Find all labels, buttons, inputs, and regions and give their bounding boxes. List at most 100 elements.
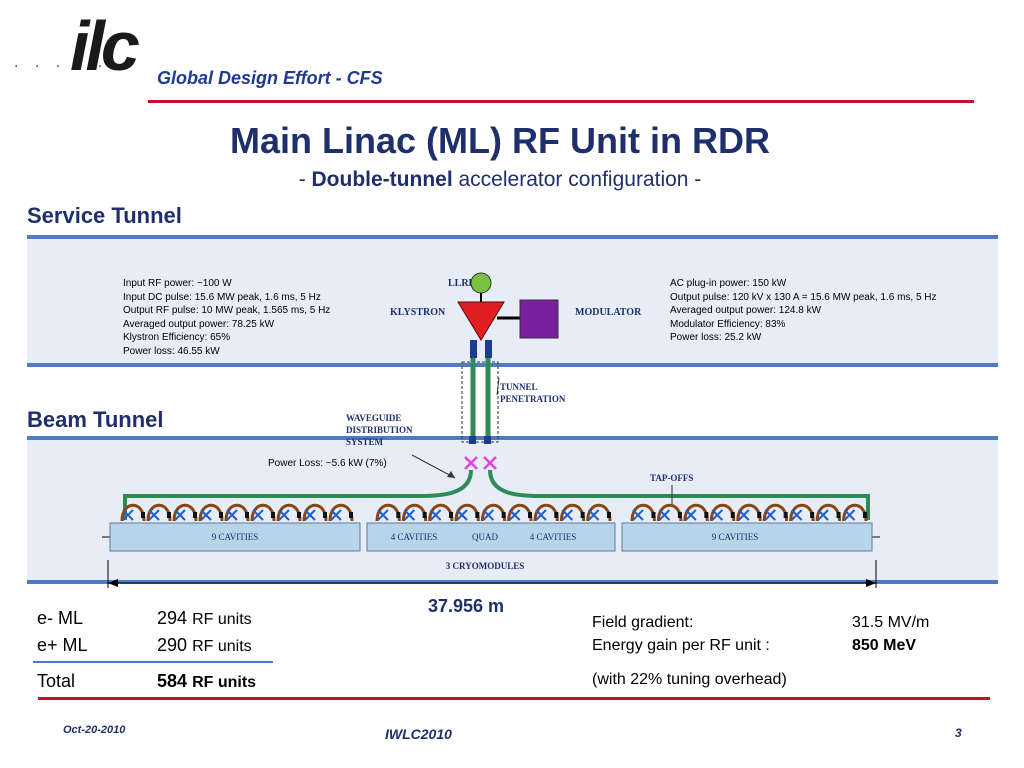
- total-label: Total: [37, 671, 76, 691]
- tapoff-load: [219, 512, 223, 518]
- circulator-left-b: [464, 456, 478, 470]
- klystron-specs: Input RF power: ~100 W Input DC pulse: 1…: [123, 277, 330, 359]
- tapoff-cross: [226, 509, 238, 521]
- modulator-spec: Averaged output power: 124.8 kW: [670, 305, 822, 317]
- tapoff-load: [528, 512, 532, 518]
- tapoff-load: [422, 512, 427, 518]
- tapoff-cross: [508, 509, 521, 521]
- tapoff-cross: [429, 509, 442, 521]
- tapoff-load: [810, 512, 815, 518]
- circulator-right-b: [483, 456, 497, 470]
- modulator-label: MODULATOR: [575, 307, 642, 318]
- org-title: Global Design Effort - CFS: [157, 68, 383, 88]
- modulator-spec: AC plug-in power: 150 kW: [670, 278, 787, 289]
- energy-gain-label: Energy gain per RF unit :: [592, 637, 770, 654]
- tapoff-cross: [174, 509, 186, 521]
- modulator-icon: [519, 299, 559, 339]
- e-minus-count: 294 RF units: [157, 608, 252, 629]
- tapoff-cross: [843, 509, 856, 521]
- service-tunnel-label: Service Tunnel: [27, 203, 182, 228]
- total-count: 584 RF units: [157, 671, 256, 692]
- modulator-spec: Modulator Efficiency: 83%: [670, 318, 786, 330]
- tapoff-cross: [278, 509, 290, 521]
- wds-label-3: SYSTEM: [346, 437, 384, 447]
- klystron-spec: Input DC pulse: 15.6 MW peak, 1.6 ms, 5 …: [123, 291, 321, 303]
- tapoff-cross: [632, 509, 644, 521]
- wds-label-1: WAVEGUIDE: [346, 413, 401, 423]
- tapoff-cross: [304, 509, 316, 521]
- waveguide-trunk-right: [488, 469, 870, 520]
- waveguide-trunk-left: [123, 469, 473, 520]
- field-gradient-label: Field gradient:: [592, 614, 694, 631]
- tapoff-cross: [403, 509, 416, 521]
- tapoff-cross: [738, 509, 750, 521]
- cryomodule-1: [109, 522, 361, 552]
- subtitle-prefix: -: [298, 168, 312, 191]
- tapoff-load: [677, 512, 682, 518]
- tapoff-load: [836, 512, 841, 518]
- page-title: Main Linac (ML) RF Unit in RDR: [230, 120, 770, 161]
- e-minus-unit: RF units: [192, 611, 252, 628]
- tapoff-cross: [658, 509, 671, 521]
- tapoff-group: [120, 503, 868, 522]
- cryomodule-1-label: 9 CAVITIES: [212, 532, 259, 542]
- dimension-arrow-left: [108, 579, 118, 587]
- rf-unit-diagram: LLRF KLYSTRON MODULATOR TUNNEL PENETRATI…: [102, 272, 880, 588]
- klystron-spec: Klystron Efficiency: 65%: [123, 332, 231, 344]
- tapoff-load: [271, 512, 275, 518]
- tapoff-cross: [482, 509, 495, 521]
- field-gradient-value: 31.5 MV/m: [852, 614, 930, 631]
- tapoff-load: [245, 512, 249, 518]
- tapoff-load: [607, 512, 611, 518]
- e-minus-value: 294: [157, 608, 188, 628]
- tapoff-cross: [148, 509, 160, 521]
- llrf-icon: [470, 272, 492, 294]
- tapoff-load: [297, 512, 301, 518]
- modulator-spec: Power loss: 25.2 kW: [670, 332, 762, 344]
- tapoff-cross: [711, 509, 724, 521]
- cryomodules-label: 3 CRYOMODULES: [446, 561, 524, 571]
- klystron-spec: Averaged output power: 78.25 kW: [123, 318, 275, 330]
- stats-divider: [33, 661, 273, 663]
- footer-event: IWLC2010: [385, 726, 452, 742]
- tapoff-cross: [252, 509, 264, 521]
- penetration-pointer: [496, 377, 500, 396]
- waveguide-port-left: [470, 340, 477, 358]
- header-divider: [148, 100, 974, 103]
- tapoff-cross: [377, 509, 389, 521]
- tapoff-load: [501, 512, 506, 518]
- llrf-label: LLRF: [448, 278, 475, 289]
- service-tunnel-band: [27, 235, 998, 367]
- tapoff-cross: [535, 509, 547, 521]
- tapoff-load: [730, 512, 735, 518]
- tunnel-penetration-box: [461, 361, 499, 443]
- tapoff-cross: [200, 509, 212, 521]
- e-plus-value: 290: [157, 635, 188, 655]
- quad-label: QUAD: [472, 532, 498, 542]
- cryomodule-2: [366, 522, 616, 552]
- waveguide-flange-left: [469, 436, 476, 444]
- power-loss-label: Power Loss: ~5.6 kW (7%): [268, 458, 387, 469]
- wds-label-2: DISTRIBUTION: [346, 425, 413, 435]
- tapoff-cross: [817, 509, 829, 521]
- footer-date: Oct-20-2010: [63, 724, 126, 736]
- footer-divider: [38, 697, 990, 700]
- e-plus-unit: RF units: [192, 638, 252, 655]
- tapoff-load: [757, 512, 762, 518]
- waveguide-port-right: [485, 340, 492, 358]
- e-minus-label: e- ML: [37, 608, 84, 628]
- tapoff-cross: [764, 509, 776, 521]
- subtitle-rest: accelerator configuration -: [452, 168, 702, 191]
- tapoff-load: [704, 512, 709, 518]
- total-unit: RF units: [192, 674, 257, 691]
- dimension-arrow-right: [866, 579, 876, 587]
- cryomodule-3-label: 9 CAVITIES: [712, 532, 759, 542]
- tapoff-load: [349, 512, 353, 518]
- tapoff-load: [167, 512, 171, 518]
- tapoff-load: [580, 512, 585, 518]
- tapoff-load: [193, 512, 197, 518]
- tapoff-load: [141, 512, 145, 518]
- logo-dots: . . . . . .: [14, 54, 129, 71]
- tuning-note: (with 22% tuning overhead): [592, 671, 787, 688]
- page-subtitle: - Double-tunnel accelerator configuratio…: [0, 168, 1000, 192]
